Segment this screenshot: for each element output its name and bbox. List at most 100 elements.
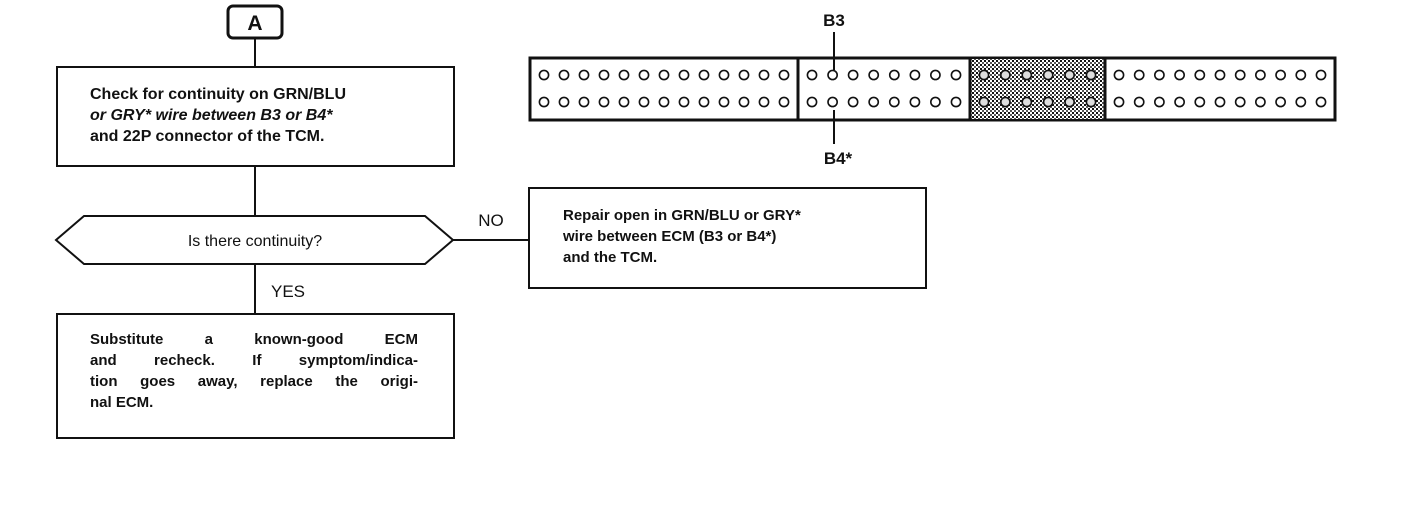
repair-box-line: wire between ECM (B3 or B4*) <box>563 228 777 245</box>
connector-pin <box>1315 96 1327 108</box>
connector-shaded-section <box>970 59 1105 119</box>
connector-pin <box>1133 96 1145 108</box>
connector-pin <box>1194 96 1206 108</box>
connector-pin <box>1042 69 1054 81</box>
check-box-line: and 22P connector of the TCM. <box>90 128 325 145</box>
connector-pin <box>698 69 710 81</box>
connector-pin <box>758 96 770 108</box>
connector-pin <box>1295 69 1307 81</box>
connector-pin <box>778 69 790 81</box>
connector-pin <box>1064 69 1075 81</box>
connector-pin <box>638 96 650 108</box>
connector-pin <box>806 69 818 81</box>
connector-pin <box>678 69 690 81</box>
connector-body <box>528 56 1337 122</box>
connector-pin <box>618 96 630 108</box>
connector-pin <box>1174 69 1185 81</box>
connector-pin <box>598 69 610 81</box>
connector-pin <box>738 96 750 108</box>
connector-pin <box>658 96 670 108</box>
connector-pin <box>618 69 630 81</box>
check-box-text: Check for continuity on GRN/BLU or GRY* … <box>90 84 442 147</box>
connector-pin <box>1255 96 1266 108</box>
connector-pin <box>1255 69 1266 81</box>
connector-pin <box>1154 96 1165 108</box>
connector-pin <box>1315 69 1327 81</box>
start-marker-label: A <box>247 12 262 35</box>
substitute-box <box>56 313 455 439</box>
connector-pin <box>950 96 962 108</box>
connector-pin <box>888 96 900 108</box>
connector-pin <box>1113 69 1125 81</box>
connector-pin <box>638 69 650 81</box>
connector-pin <box>1234 96 1246 108</box>
no-label: NO <box>478 211 504 230</box>
connector-pin <box>1085 96 1097 108</box>
repair-box-line: and the TCM. <box>563 249 658 266</box>
ecm-connector <box>528 56 1337 122</box>
connector-pin <box>1194 69 1206 81</box>
connector-pin <box>978 96 990 108</box>
connector-pin <box>718 69 730 81</box>
connector-pin <box>1000 69 1011 81</box>
connector-pin <box>1275 69 1286 81</box>
connector-pin <box>1295 96 1307 108</box>
connector-pin <box>1042 96 1054 108</box>
pin-label-b4: B4* <box>824 149 853 168</box>
connector-pin <box>1021 69 1033 81</box>
connector-pin <box>738 69 750 81</box>
connector-pin <box>806 96 818 108</box>
connector-pin <box>558 96 570 108</box>
decision-shape <box>54 215 455 265</box>
substitute-box-line: nal ECM. <box>90 394 154 411</box>
connector-pin <box>1234 69 1246 81</box>
connector-pin <box>978 69 990 81</box>
substitute-box-line: and recheck. If symptom/indica- <box>90 352 418 369</box>
repair-box <box>528 187 927 289</box>
connector-pin <box>909 96 921 108</box>
connector-pin <box>1021 96 1033 108</box>
connector-pin <box>598 96 610 108</box>
connector-pin <box>558 69 570 81</box>
connector-pin <box>538 96 550 108</box>
connector-pin <box>888 69 900 81</box>
pin-label-b3: B3 <box>823 11 845 30</box>
connector-pin <box>1085 69 1097 81</box>
yes-label: YES <box>271 282 305 301</box>
connector-pin <box>1214 69 1226 81</box>
connector-pin <box>868 96 880 108</box>
connector-pin <box>1000 96 1011 108</box>
connector-pin <box>930 69 941 81</box>
connector-pin <box>1113 96 1125 108</box>
connector-pin <box>930 96 941 108</box>
connector-pin <box>758 69 770 81</box>
check-box-line: or GRY* wire between B3 or B4* <box>90 107 333 124</box>
connector-pin <box>1133 69 1145 81</box>
connector-pin <box>718 96 730 108</box>
connector-pin <box>1275 96 1286 108</box>
connector-pin <box>658 69 670 81</box>
connector-pin <box>1154 69 1165 81</box>
connector-pin <box>1214 96 1226 108</box>
connector-pin <box>1174 96 1185 108</box>
connector-pin <box>827 69 838 81</box>
connector-pin <box>698 96 710 108</box>
repair-box-text: Repair open in GRN/BLU or GRY* wire betw… <box>563 205 915 268</box>
connector-pin <box>847 96 859 108</box>
connector-pin <box>950 69 962 81</box>
connector-pin <box>1064 96 1075 108</box>
substitute-box-text: Substitute a known-good ECM and recheck.… <box>90 329 418 413</box>
connector-pin <box>847 69 859 81</box>
connector-pin <box>827 96 838 108</box>
connector-pin <box>578 69 590 81</box>
repair-box-line: Repair open in GRN/BLU or GRY* <box>563 207 801 224</box>
connector-pin <box>778 96 790 108</box>
connector-pin <box>909 69 921 81</box>
connector-pin <box>538 69 550 81</box>
connector-pin <box>578 96 590 108</box>
substitute-box-line: Substitute a known-good ECM <box>90 331 418 348</box>
connector-pin <box>868 69 880 81</box>
connector-pin <box>678 96 690 108</box>
substitute-box-line: tion goes away, replace the origi- <box>90 373 418 390</box>
check-box-line: Check for continuity on GRN/BLU <box>90 86 346 103</box>
